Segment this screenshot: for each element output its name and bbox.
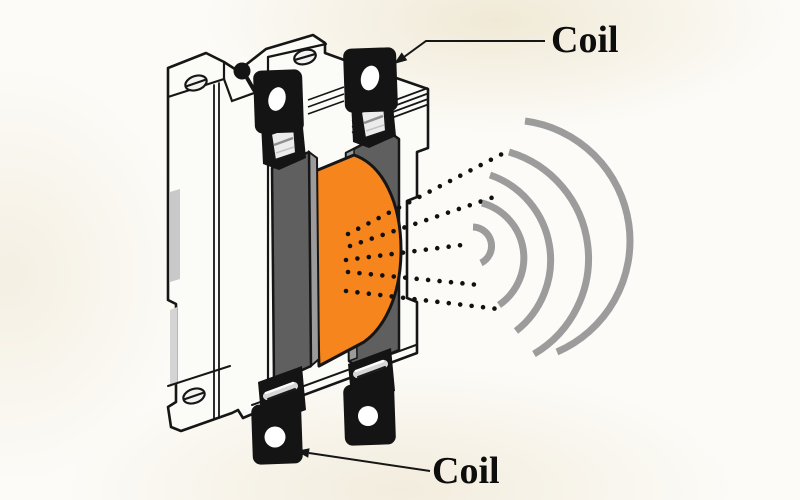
top-pin-knob	[233, 62, 256, 92]
field-lines	[343, 150, 507, 312]
field-line-4	[345, 269, 482, 288]
rail-recess-upper	[170, 189, 180, 282]
coil-leader-top	[403, 40, 545, 58]
coil-label-bottom: Coil	[432, 450, 500, 492]
wave-arc-4	[508, 148, 592, 358]
wave-arc-1	[472, 223, 496, 267]
rail-recess-lower	[170, 307, 177, 387]
wave-arc-3	[488, 171, 555, 334]
terminal-top-left	[253, 69, 306, 170]
screw-top-left	[184, 74, 208, 92]
coil-arrowhead-top	[394, 52, 408, 64]
screw-bottom-left	[182, 387, 206, 405]
wave-arc-2	[481, 199, 528, 308]
wave-arc-5	[524, 117, 634, 356]
coil-terminals	[251, 47, 398, 465]
terminal-bottom-left	[251, 366, 306, 465]
coil-label-top: Coil	[551, 19, 619, 61]
field-line-3	[343, 242, 465, 263]
front-flange	[270, 149, 321, 385]
coil-leader-bottom	[308, 452, 431, 472]
screw-top-center	[293, 48, 317, 66]
coil-assembly	[270, 129, 403, 385]
terminal-bottom-right	[343, 348, 396, 446]
coil-arrowhead-bottom	[296, 448, 310, 458]
field-line-5	[343, 288, 501, 312]
terminal-top-right	[343, 47, 398, 148]
annotations: Coil Coil	[296, 19, 619, 492]
electromagnetic-waves	[472, 117, 634, 358]
